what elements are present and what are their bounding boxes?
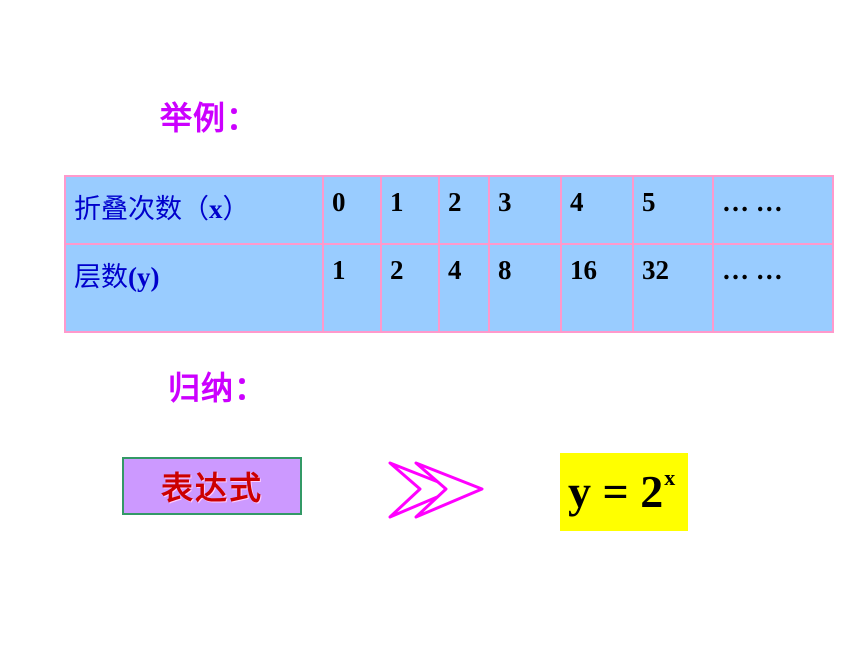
folding-table: 折叠次数（x） 0 1 2 3 4 5 … … 层数(y) 1 2 4 8 16… — [64, 175, 834, 333]
row-label-layer-count: 层数(y) — [64, 243, 324, 333]
example-heading: 举例： — [160, 99, 260, 137]
formula-base: 2 — [640, 466, 664, 517]
table-cell: 16 — [560, 243, 634, 333]
table-cell: 4 — [560, 175, 634, 245]
table-cell: 0 — [322, 175, 382, 245]
formula-exponent: x — [664, 465, 676, 490]
table-cell: 2 — [380, 243, 440, 333]
table-row-fold-count: 折叠次数（x） 0 1 2 3 4 5 … … — [64, 175, 834, 245]
table-cell: 8 — [488, 243, 562, 333]
table-cell-ellipsis: … … — [712, 175, 834, 245]
formula-equals: = — [602, 466, 629, 517]
formula-lhs: y — [568, 466, 591, 517]
expression-label-box: 表达式 — [122, 457, 302, 515]
table-cell: 2 — [438, 175, 490, 245]
table-cell: 5 — [632, 175, 714, 245]
table-cell: 32 — [632, 243, 714, 333]
double-chevron-arrow-icon — [386, 455, 488, 525]
table-cell: 1 — [380, 175, 440, 245]
table-row-layer-count: 层数(y) 1 2 4 8 16 32 … … — [64, 243, 834, 333]
table-cell: 4 — [438, 243, 490, 333]
table-cell: 3 — [488, 175, 562, 245]
formula-box: y = 2x — [560, 453, 688, 531]
table-cell: 1 — [322, 243, 382, 333]
expression-label: 表达式 — [160, 469, 263, 507]
row-label-fold-count: 折叠次数（x） — [64, 175, 324, 245]
summary-heading: 归纳： — [168, 369, 268, 407]
table-cell-ellipsis: … … — [712, 243, 834, 333]
